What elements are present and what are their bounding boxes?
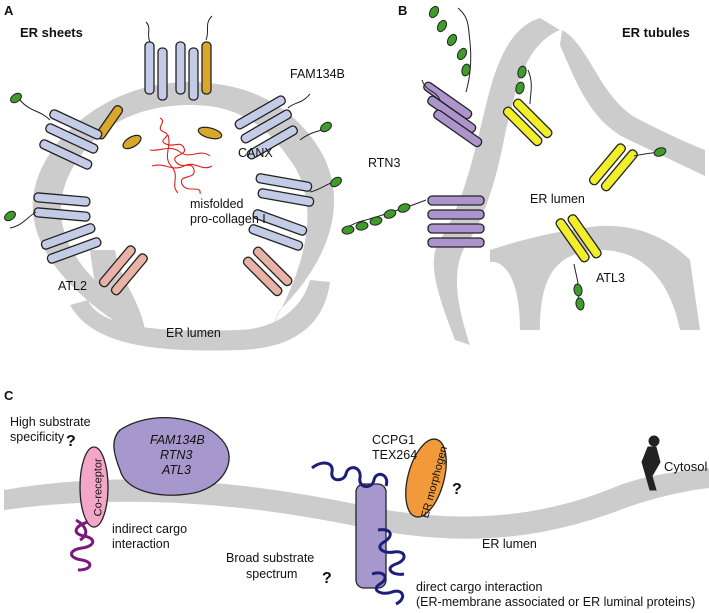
atl2-helices-left <box>98 245 148 296</box>
panel-b-diagram <box>341 5 705 345</box>
direct-cargo-coils <box>311 461 406 606</box>
high-specificity-line2: specificity <box>10 430 65 444</box>
panel-a-tags <box>4 92 342 222</box>
indirect-cargo-line1: indirect cargo <box>112 522 188 536</box>
atl3-helices <box>502 98 638 263</box>
question-mark-broad: ? <box>322 570 332 587</box>
ccpg1-label: CCPG1 <box>372 433 416 447</box>
cytosol-label: Cytosol <box>664 459 708 474</box>
panel-b-tags <box>341 5 667 311</box>
rtn3-helices <box>423 81 485 248</box>
panel-b-letter: B <box>398 3 408 18</box>
receptor-group-rtn3: RTN3 <box>160 448 193 462</box>
fam134b-helices-top <box>144 41 199 101</box>
panel-c-lumen-label: ER lumen <box>482 537 537 551</box>
receptor-group-fam134b: FAM134B <box>150 433 205 447</box>
indirect-cargo-line2: interaction <box>112 537 170 551</box>
rtn3-label: RTN3 <box>368 156 401 170</box>
question-mark-high: ? <box>66 433 76 450</box>
misfolded-procollagen <box>149 117 213 195</box>
er-sheet-bottom <box>70 280 330 351</box>
panel-b-title: ER tubules <box>622 25 690 40</box>
panel-b-lumen-label: ER lumen <box>530 192 585 206</box>
fam134b-helices-right <box>234 95 315 251</box>
tex264-label: TEX264 <box>372 448 418 462</box>
er-tubule-membrane-bottom <box>490 225 700 330</box>
panel-a-letter: A <box>4 3 14 18</box>
receptor-group-atl3: ATL3 <box>162 463 191 477</box>
direct-cargo-line2: (ER-membrane associated or ER luminal pr… <box>416 595 696 609</box>
er-tubule-membrane-right <box>560 30 705 176</box>
panel-a-lumen-label: ER lumen <box>166 326 221 340</box>
atl3-label: ATL3 <box>596 271 625 285</box>
indirect-cargo-coil <box>70 518 95 572</box>
coreceptor-label: Co-receptor <box>92 458 105 517</box>
panel-a-diagram <box>4 15 342 351</box>
er-morphogen-shape <box>405 438 447 518</box>
misfolded-label-line1: misfolded <box>190 197 244 211</box>
atl2-label: ATL2 <box>58 279 87 293</box>
broad-spectrum-line2: spectrum <box>246 567 298 581</box>
direct-cargo-line1: direct cargo interaction <box>416 580 543 594</box>
cytosol-person-icon <box>641 435 661 491</box>
high-specificity-line1: High substrate <box>10 415 91 429</box>
receptor-group-shape <box>113 417 230 496</box>
fam134b-helices-left <box>33 109 103 264</box>
question-mark-morphogen: ? <box>452 481 462 498</box>
coreceptor-shape <box>79 446 109 528</box>
canx-label: CANX <box>238 146 273 160</box>
misfolded-label-line2: pro-collagen I <box>190 212 266 226</box>
panel-a-title: ER sheets <box>20 25 83 40</box>
er-tubule-membrane-left <box>433 18 560 345</box>
canx-helix-top <box>201 41 212 95</box>
atl2-helices-right <box>242 246 293 297</box>
panel-c-diagram <box>4 417 709 606</box>
canx-lumenal-left <box>122 134 142 150</box>
panel-c-letter: C <box>4 388 14 403</box>
canx-lumenal-right <box>197 126 223 140</box>
fam134b-label: FAM134B <box>290 67 345 81</box>
broad-spectrum-line1: Broad substrate <box>226 551 315 565</box>
